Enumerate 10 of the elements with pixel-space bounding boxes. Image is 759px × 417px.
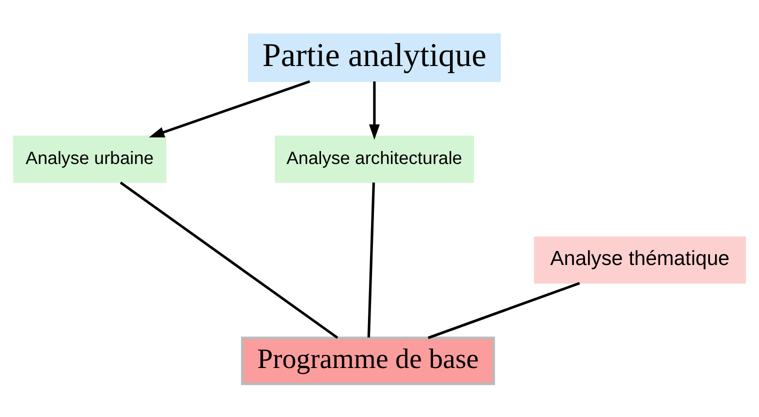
arrow xyxy=(369,80,380,140)
connector xyxy=(120,181,338,338)
node-box: Analyse architecturale xyxy=(274,135,474,182)
arrow xyxy=(148,80,310,137)
node-box: Programme de base xyxy=(240,336,496,385)
connector xyxy=(367,182,375,337)
node-box: Analyse urbaine xyxy=(13,135,166,182)
node-box: Analyse thématique xyxy=(534,236,746,284)
node-box: Partie analytique xyxy=(248,32,501,82)
connector xyxy=(428,281,580,339)
